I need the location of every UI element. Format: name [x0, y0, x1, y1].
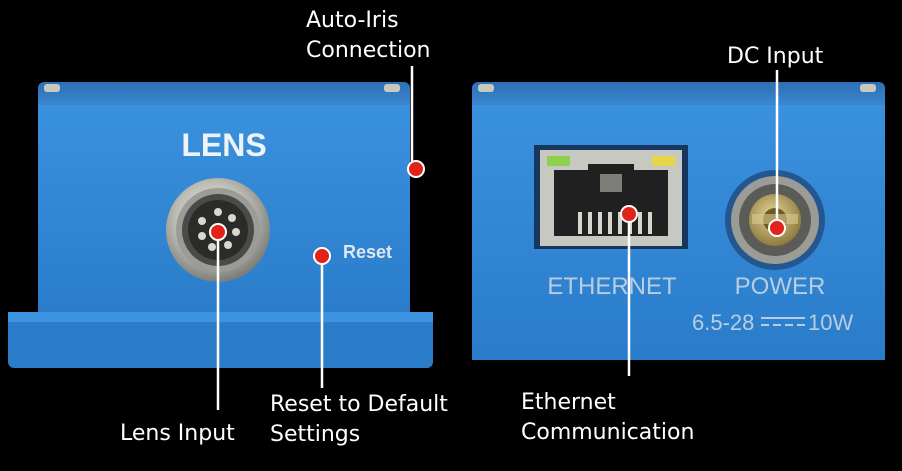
- power-port-label: POWER: [735, 273, 826, 300]
- activity-led: [652, 156, 675, 166]
- callout-reset: Reset to Default Settings: [270, 390, 448, 450]
- left-screw-head: [44, 84, 60, 92]
- callout-ethernet: Ethernet Communication: [521, 388, 694, 448]
- link-led: [547, 156, 570, 166]
- leader-lines: [216, 66, 779, 410]
- lens-input-marker: [209, 223, 227, 241]
- right-screw-head: [384, 84, 400, 92]
- callout-lens-input-line1: Lens Input: [120, 421, 235, 446]
- dc-symbol-icon: [761, 317, 805, 326]
- callout-reset-line2: Settings: [270, 422, 361, 447]
- callout-reset-line1: Reset to Default: [270, 392, 448, 417]
- ethernet-port-label: ETHERNET: [547, 273, 677, 300]
- callout-auto-iris-line2: Connection: [306, 38, 431, 63]
- callout-dc-input: DC Input: [727, 42, 823, 72]
- dc-input-marker: [768, 219, 786, 237]
- callout-lens-input: Lens Input: [120, 419, 235, 449]
- callout-auto-iris: Auto-Iris Connection: [306, 6, 430, 66]
- callout-auto-iris-line1: Auto-Iris: [306, 8, 399, 33]
- auto-iris-marker: [407, 160, 425, 178]
- right-unit-screw-left: [478, 84, 494, 92]
- power-rating-voltage: 6.5-28: [692, 310, 754, 335]
- callout-ethernet-line2: Communication: [521, 420, 695, 445]
- lens-port-label: LENS: [181, 127, 266, 163]
- ethernet-marker: [620, 205, 638, 223]
- reset-button-label: Reset: [343, 242, 392, 262]
- reset-marker: [313, 247, 331, 265]
- callout-ethernet-line1: Ethernet: [521, 390, 616, 415]
- callout-markers: [209, 160, 786, 265]
- ethernet-port: [534, 145, 688, 249]
- callout-dc-input-line1: DC Input: [727, 44, 824, 69]
- right-unit-screw-right: [860, 84, 876, 92]
- power-rating-wattage: 10W: [808, 310, 853, 335]
